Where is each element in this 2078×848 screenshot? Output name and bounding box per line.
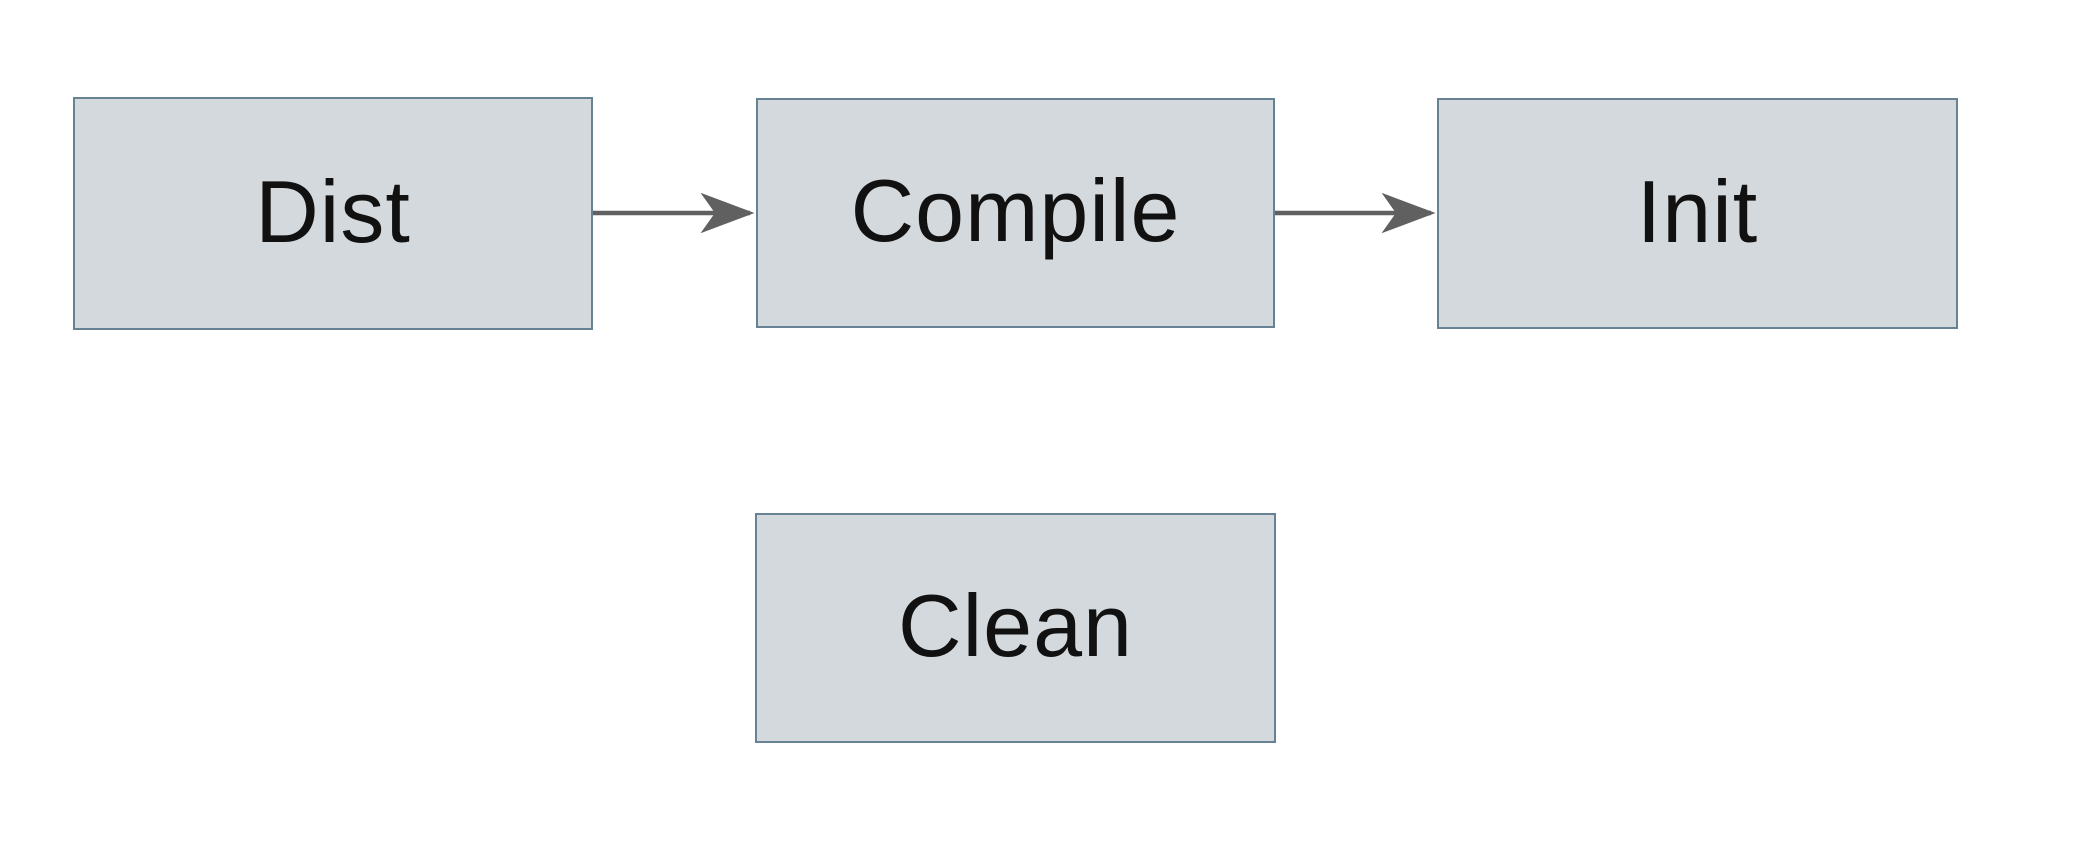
node-init[interactable]: Init — [1437, 98, 1958, 329]
node-compile-label: Compile — [850, 161, 1181, 260]
node-init-label: Init — [1636, 161, 1759, 261]
node-dist-label: Dist — [255, 161, 411, 261]
node-dist[interactable]: Dist — [73, 97, 593, 330]
node-clean[interactable]: Clean — [755, 513, 1276, 743]
node-compile[interactable]: Compile — [756, 98, 1275, 328]
node-clean-label: Clean — [898, 576, 1133, 675]
